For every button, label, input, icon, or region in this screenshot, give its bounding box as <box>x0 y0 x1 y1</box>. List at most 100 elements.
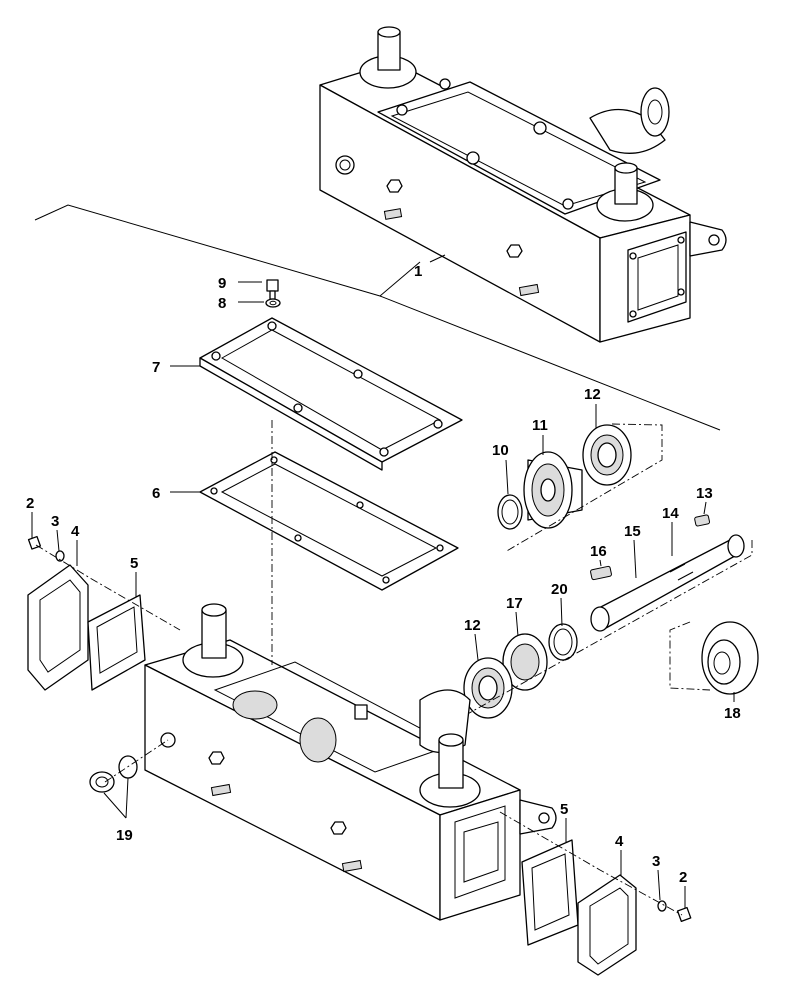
washer-3-right <box>657 900 667 912</box>
top-cover-group <box>199 279 463 591</box>
bearing-12-upper-bore <box>597 442 617 468</box>
assembled-mounting-tab <box>689 221 727 257</box>
cover-hole <box>293 403 303 413</box>
internal-key <box>354 704 368 720</box>
lower-shaft-stub-right <box>438 739 464 789</box>
housing-end-opening-inner <box>463 821 499 883</box>
mounting-tab-hole <box>708 234 720 246</box>
callout-20: 20 <box>551 581 568 598</box>
assembled-gearbox <box>319 26 727 343</box>
left-end-group <box>27 535 181 793</box>
gasket-hole <box>436 544 444 552</box>
assembled-stud <box>383 208 403 220</box>
bolt-9-shank <box>269 290 276 300</box>
callout-9: 9 <box>218 275 226 292</box>
leader-lines <box>31 281 735 908</box>
gear-axis-line <box>504 423 663 553</box>
snap-ring-20-inner <box>553 628 573 656</box>
gasket-hole <box>270 456 278 464</box>
callout-labels: 1 9 8 7 6 10 11 12 13 14 15 16 17 20 12 … <box>26 263 741 886</box>
callout-3-left: 3 <box>51 513 59 530</box>
end-cover-4-left-inner <box>39 579 81 673</box>
assembled-top-cover <box>377 81 661 215</box>
washer-3-left <box>55 550 65 562</box>
callout-14: 14 <box>662 505 679 522</box>
callout-12-upper: 12 <box>584 386 601 403</box>
top-cover-bolt <box>466 151 480 165</box>
assembled-shaft-stub <box>377 31 401 71</box>
leader-15 <box>633 539 637 579</box>
bolt-2-right <box>676 906 692 922</box>
leader-12b <box>474 633 479 661</box>
lower-shaft-stub-left <box>201 609 227 659</box>
housing-end-face <box>439 789 521 921</box>
housing-stud <box>210 783 232 797</box>
washer-8 <box>265 298 281 308</box>
end-cover-bolt <box>629 310 637 318</box>
assembled-end-cover <box>627 231 687 323</box>
cover-hole <box>353 369 363 379</box>
callout-7: 7 <box>152 359 160 376</box>
gasket-hole <box>294 534 302 542</box>
housing-end-opening <box>454 805 506 899</box>
callout-2-right: 2 <box>679 869 687 886</box>
leader-3b <box>657 869 661 901</box>
bearing-12-lower-bore <box>478 675 498 701</box>
gasket-hole <box>382 576 390 584</box>
end-cover-4-left <box>27 564 89 691</box>
callout-3-right: 3 <box>652 853 660 870</box>
assembled-side-bolt <box>506 244 523 258</box>
shaft-groove <box>669 563 686 573</box>
input-flange-bore <box>647 99 663 125</box>
bevel-gear-group <box>497 423 663 553</box>
callout-12-lower: 12 <box>464 617 481 634</box>
callout-10: 10 <box>492 442 509 459</box>
shaft-group <box>429 514 759 736</box>
shaft-stub-end <box>377 26 401 38</box>
callout-6: 6 <box>152 485 160 502</box>
lower-mounting-tab-hole <box>538 812 550 824</box>
callout-17: 17 <box>506 595 523 612</box>
top-cover-bolt <box>396 104 408 116</box>
cover-hole <box>379 447 389 457</box>
end-cover-bolt <box>677 236 685 244</box>
assembled-top-cover-inner <box>390 91 647 207</box>
callout-16: 16 <box>590 543 607 560</box>
housing-side-bolt <box>330 821 347 835</box>
top-cover-bolt <box>562 198 574 210</box>
assembled-input-flange <box>640 87 670 137</box>
housing-side-bolt <box>208 751 225 765</box>
shaft-stub-end <box>201 603 227 617</box>
shaft-axis-line <box>429 540 753 736</box>
right-axis-line <box>499 811 683 916</box>
callout-13: 13 <box>696 485 713 502</box>
bevel-gear-11-bore <box>540 478 556 502</box>
callout-11: 11 <box>532 417 548 434</box>
lower-mounting-tab <box>519 799 557 835</box>
leader-20 <box>560 597 563 627</box>
end-cover-bolt <box>677 288 685 296</box>
leader-1b <box>429 254 446 263</box>
callout-19: 19 <box>116 827 133 844</box>
internal-gear <box>232 690 278 720</box>
shaft-15 <box>594 539 743 629</box>
gasket-6 <box>199 451 459 591</box>
cover-hole <box>433 419 443 429</box>
callout-5-left: 5 <box>130 555 138 572</box>
internal-bevel-gear <box>299 717 337 763</box>
cover-plate-7-edge <box>199 357 383 471</box>
key-13 <box>694 514 711 527</box>
end-cover-4-right-inner <box>589 887 629 965</box>
shaft-stub-end <box>614 162 638 174</box>
washer-8-hole <box>269 300 277 306</box>
flange-18-hub <box>707 639 741 685</box>
assembled-side-plug <box>335 155 355 175</box>
snap-ring-10-inner <box>501 499 519 525</box>
gasket-5-right-inner <box>531 853 570 931</box>
callout-2-left: 2 <box>26 495 34 512</box>
callout-18: 18 <box>724 705 741 722</box>
bolt-2-left <box>27 535 42 550</box>
plug-19-inner <box>95 776 109 788</box>
